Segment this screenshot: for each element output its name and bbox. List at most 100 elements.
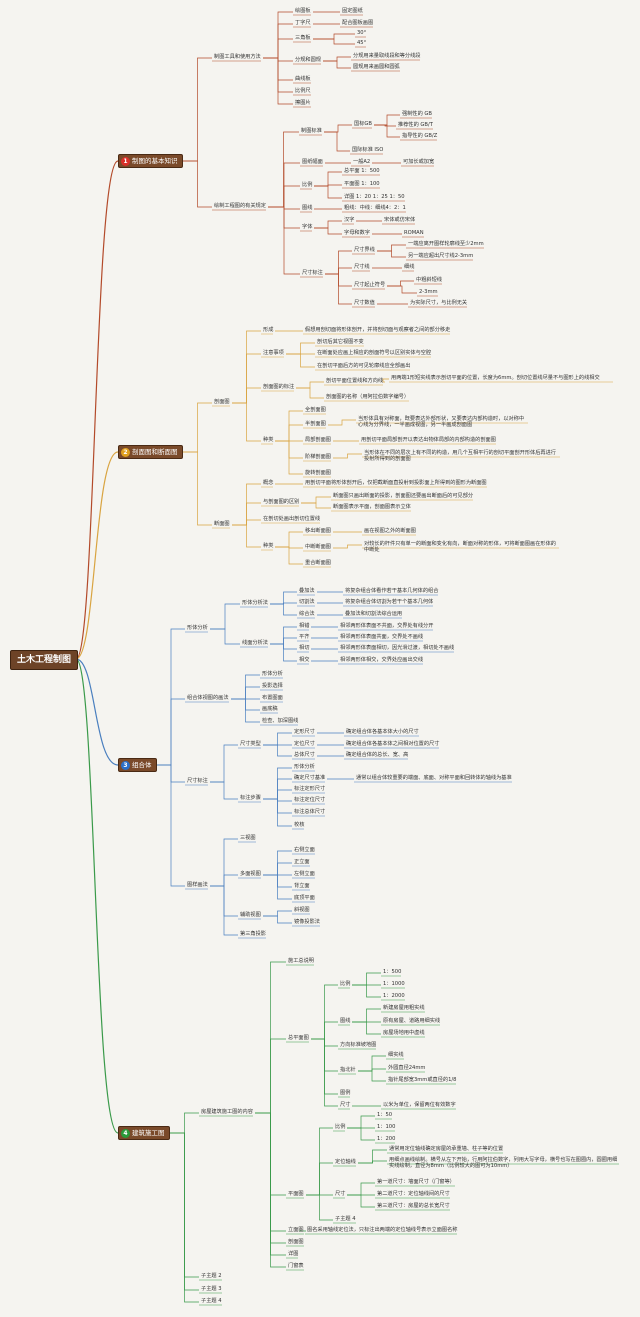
topic-node[interactable]: 形成 [263,327,274,333]
topic-node[interactable]: 种类 [263,543,274,549]
topic-node[interactable]: 分规和圆规 [295,57,321,63]
topic-node[interactable]: 子主题 2 [201,1273,222,1279]
topic-node[interactable]: 子主题 4 [201,1298,222,1304]
topic-node[interactable]: 假想用剖切面将形体剖开，并将剖切面与观察者之间的部分移走 [305,327,451,333]
topic-node[interactable]: 多面视图 [240,871,261,877]
topic-node[interactable]: 总平面 1：500 [344,168,380,174]
topic-node[interactable]: 检查、加深图线 [262,718,299,724]
topic-node[interactable]: 重合断面图 [305,560,331,566]
topic-node[interactable]: 子主题 3 [201,1286,222,1292]
topic-node[interactable]: 阶梯剖面图 [305,454,331,460]
topic-node[interactable]: 绘图板 [295,8,311,14]
topic-node[interactable]: 组合体视图的画法 [187,695,229,701]
topic-node[interactable]: 用剖切平面局部剖开以表达出物体局部的内部构造的剖面图 [361,437,496,443]
topic-node[interactable]: 固定图纸 [342,8,363,14]
topic-node[interactable]: 以米为单位，保留两位有效数字 [383,1102,456,1108]
topic-node[interactable]: 第三道尺寸：房屋的总长宽尺寸 [377,1203,450,1209]
topic-node[interactable]: 总体尺寸 [294,752,315,758]
topic-node[interactable]: 用细点画线绘制。横号从左下开始，行用阿拉伯数字，列用大写字母，横号也写在图圈内，… [389,1157,618,1169]
topic-node[interactable]: 相邻两形体相交，交界处应画出交线 [340,657,424,663]
topic-node[interactable]: 确定组合体的总长、宽、高 [346,752,409,758]
topic-node[interactable]: 擦图片 [295,100,311,106]
topic-node[interactable]: 局部剖面图 [305,437,331,443]
topic-node[interactable]: 第二道尺寸：定位轴线间的尺寸 [377,1191,450,1197]
topic-node[interactable]: 详图 [288,1251,299,1257]
topic-node[interactable]: 细实线 [388,1052,404,1058]
topic-node[interactable]: 用剖切平面将形体剖开后，仅把截断面直投射到投影面上所得到的图形为断面图 [305,480,487,486]
topic-node[interactable]: 将复杂组合体看作若干基本几何体的组合 [345,588,439,594]
topic-node[interactable]: 当形体具有对称面，既要表达外部形状，又要表达内部构造时，以对称中心线为分界线，一… [358,416,525,428]
topic-node[interactable]: 尺寸 [335,1191,346,1197]
topic-node[interactable]: 尺寸起止符号 [354,282,386,288]
topic-node[interactable]: 三视图 [240,835,256,841]
topic-node[interactable]: 可加长或加宽 [403,159,435,165]
topic-node[interactable]: 丁字尺 [295,20,311,26]
topic-node[interactable]: 中粗斜短线 [416,277,442,283]
topic-node[interactable]: 尺寸界线 [354,247,375,253]
topic-node[interactable]: 左侧立面 [294,871,315,877]
topic-node[interactable]: 1：500 [383,969,402,975]
topic-node[interactable]: 曲线板 [295,76,311,82]
topic-node[interactable]: 形体分析 [262,671,283,677]
topic-node[interactable]: 图线 [340,1018,351,1024]
topic-node[interactable]: 圆规用来画圆和圆弧 [353,64,400,70]
topic-node[interactable]: 确定组合体各基本体大小的尺寸 [346,729,419,735]
topic-node[interactable]: 镜像投影法 [294,919,320,925]
topic-node[interactable]: 标注步骤 [240,795,261,801]
topic-node[interactable]: ROMAN [404,230,424,236]
topic-node[interactable]: 第三角投影 [240,931,266,937]
topic-node[interactable]: 第一道尺寸：墙面尺寸（门窗等） [377,1179,455,1185]
topic-node[interactable]: 图线 [302,205,313,211]
topic-node[interactable]: 方向标准坡地图 [340,1042,377,1048]
topic-node[interactable]: 剖切后其它视图不变 [317,339,364,345]
topic-node[interactable]: 配合图板画图 [342,20,374,26]
topic-node[interactable]: 平齐 [299,634,310,640]
topic-node[interactable]: 尺寸 [340,1102,351,1108]
topic-node[interactable]: 定位轴线 [335,1159,356,1165]
topic-node[interactable]: 1：1000 [383,981,405,987]
topic-node[interactable]: 相切 [299,645,310,651]
topic-node[interactable]: 中断断面图 [305,544,331,550]
topic-node[interactable]: 房屋场地用中虚线 [383,1030,425,1036]
topic-node[interactable]: 门窗表 [288,1263,304,1269]
topic-node[interactable]: 图名采用轴线定位法，只标注出两端的定位轴线号表示立面图名称 [307,1227,458,1233]
topic-node[interactable]: 背立面 [294,883,310,889]
topic-node[interactable]: 图纸幅面 [302,159,323,165]
topic-node[interactable]: 相错 [299,623,310,629]
topic-node[interactable]: 剖面图 [214,399,230,405]
topic-node[interactable]: 斜视图 [294,907,310,913]
topic-node[interactable]: 通常用定位轴线确定房屋的承重墙、柱子等的位置 [389,1146,504,1152]
topic-node[interactable]: 字母和数字 [344,230,370,236]
topic-node[interactable]: 剖面图的标注 [263,384,295,390]
topic-node[interactable]: 种类 [263,437,274,443]
topic-node[interactable]: 形体分析 [294,764,315,770]
topic-node[interactable]: 画底稿 [262,706,278,712]
topic-node[interactable]: 比例尺 [295,88,311,94]
topic-node[interactable]: 图样画法 [187,882,208,888]
topic-node[interactable]: 移出断面图 [305,528,331,534]
topic-node[interactable]: 指北针 [340,1067,356,1073]
topic-node[interactable]: 指导性的 GB/Z [402,133,438,139]
topic-node[interactable]: 相邻两形体表面相切，因光滑过渡，相切处不画线 [340,645,455,651]
topic-node[interactable]: 汉字 [344,217,355,223]
topic-node[interactable]: 细线 [404,264,415,270]
topic-node[interactable]: 比例 [340,981,351,987]
topic-node[interactable]: 原有房屋、道路用细实线 [383,1018,441,1024]
topic-node[interactable]: 定位尺寸 [294,741,315,747]
topic-node[interactable]: 标注总体尺寸 [294,809,326,815]
topic-node[interactable]: 剖切平面位置线和方向线 [326,378,384,384]
topic-node[interactable]: 用两端1形短实线表示剖切平面的位置，长度为6mm。剖切位置线尽量不与图形上的线相… [391,375,600,381]
topic-node[interactable]: 叠加法和切割法综合运用 [345,611,403,617]
topic-node[interactable]: 为实际尺寸，与比例无关 [410,300,468,306]
topic-node[interactable]: 粗线：中线：细线4：2：1 [344,205,406,211]
topic-node[interactable]: 尺寸标注 [302,270,323,276]
topic-node[interactable]: 标注定形尺寸 [294,786,326,792]
topic-node[interactable]: 外圆直径24mm [388,1065,426,1071]
topic-node[interactable]: 画在视图之外的断面图 [364,528,416,534]
topic-node[interactable]: 在断面处应画上相应的剖面符号以区别实体与空腔 [317,350,432,356]
topic-node[interactable]: 绘制工程图的有关规定 [214,203,266,209]
topic-node[interactable]: 施工总说明 [288,958,314,964]
topic-node[interactable]: 断面图表示平面，剖面图表示立体 [333,504,411,510]
topic-node[interactable]: 国际标准 ISO [352,147,384,153]
